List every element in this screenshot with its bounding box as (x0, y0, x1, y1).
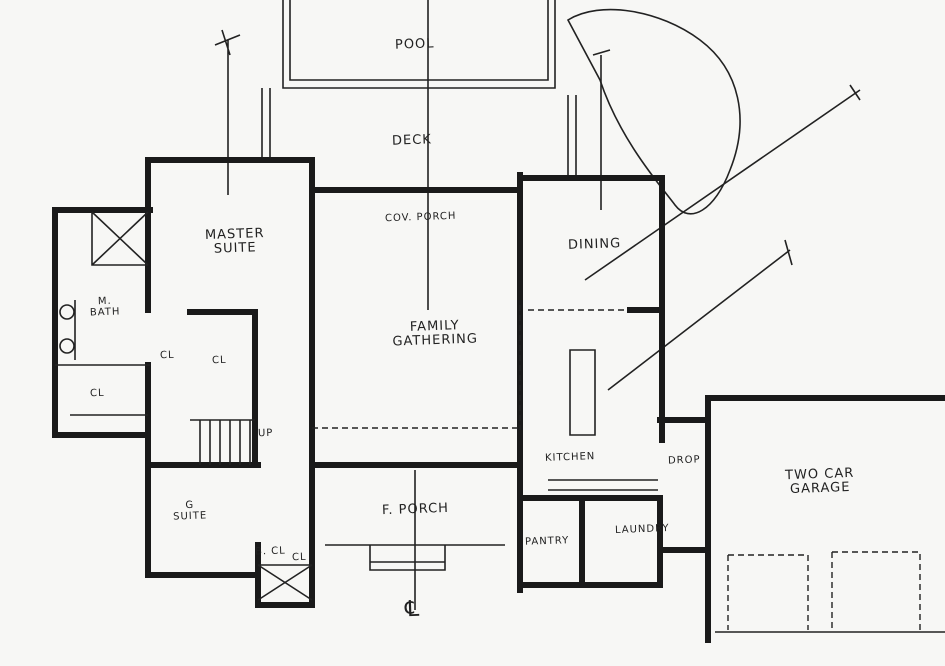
stair-up-label: UP (257, 427, 274, 440)
landscape-outline (566, 8, 741, 215)
room-label-closet: CL (211, 354, 227, 367)
room-label-m-bath: M. Bath (89, 295, 121, 319)
room-label-family-gathering: Family Gathering (392, 318, 479, 350)
room-label-f-porch: F. Porch (381, 500, 450, 519)
room-label-garage: Two Car Garage (784, 465, 855, 498)
room-label-closet: CL (89, 387, 105, 400)
room-label-drop: Drop (667, 454, 701, 467)
room-label-g-suite: G Suite (172, 499, 208, 523)
room-label-closet: CL (291, 551, 307, 564)
room-label-b-cl: B. CL (254, 545, 286, 558)
master-suite-walls (52, 157, 315, 578)
room-label-kitchen: Kitchen (544, 451, 596, 464)
garage-walls (657, 395, 945, 643)
room-label-pool: Pool (394, 36, 435, 53)
room-label-master-suite: Master Suite (204, 225, 265, 258)
room-label-laundry: Laundry (614, 523, 670, 536)
sun-angle-line (607, 239, 793, 391)
room-label-dining: Dining (567, 236, 622, 253)
north-arrow-icon (592, 49, 611, 210)
north-arrow-icon (214, 29, 241, 195)
room-label-closet: CL (159, 349, 175, 362)
centerline (414, 0, 429, 610)
centerline-symbol: ℄ (404, 596, 421, 623)
deck-rails (261, 88, 577, 175)
dining-walls (517, 175, 665, 588)
pool-outline (282, 0, 556, 89)
room-label-pantry: Pantry (524, 535, 570, 548)
stairs (190, 419, 255, 465)
sun-angle-line (584, 84, 861, 281)
family-walls (255, 172, 523, 608)
room-label-deck: Deck (391, 132, 433, 149)
